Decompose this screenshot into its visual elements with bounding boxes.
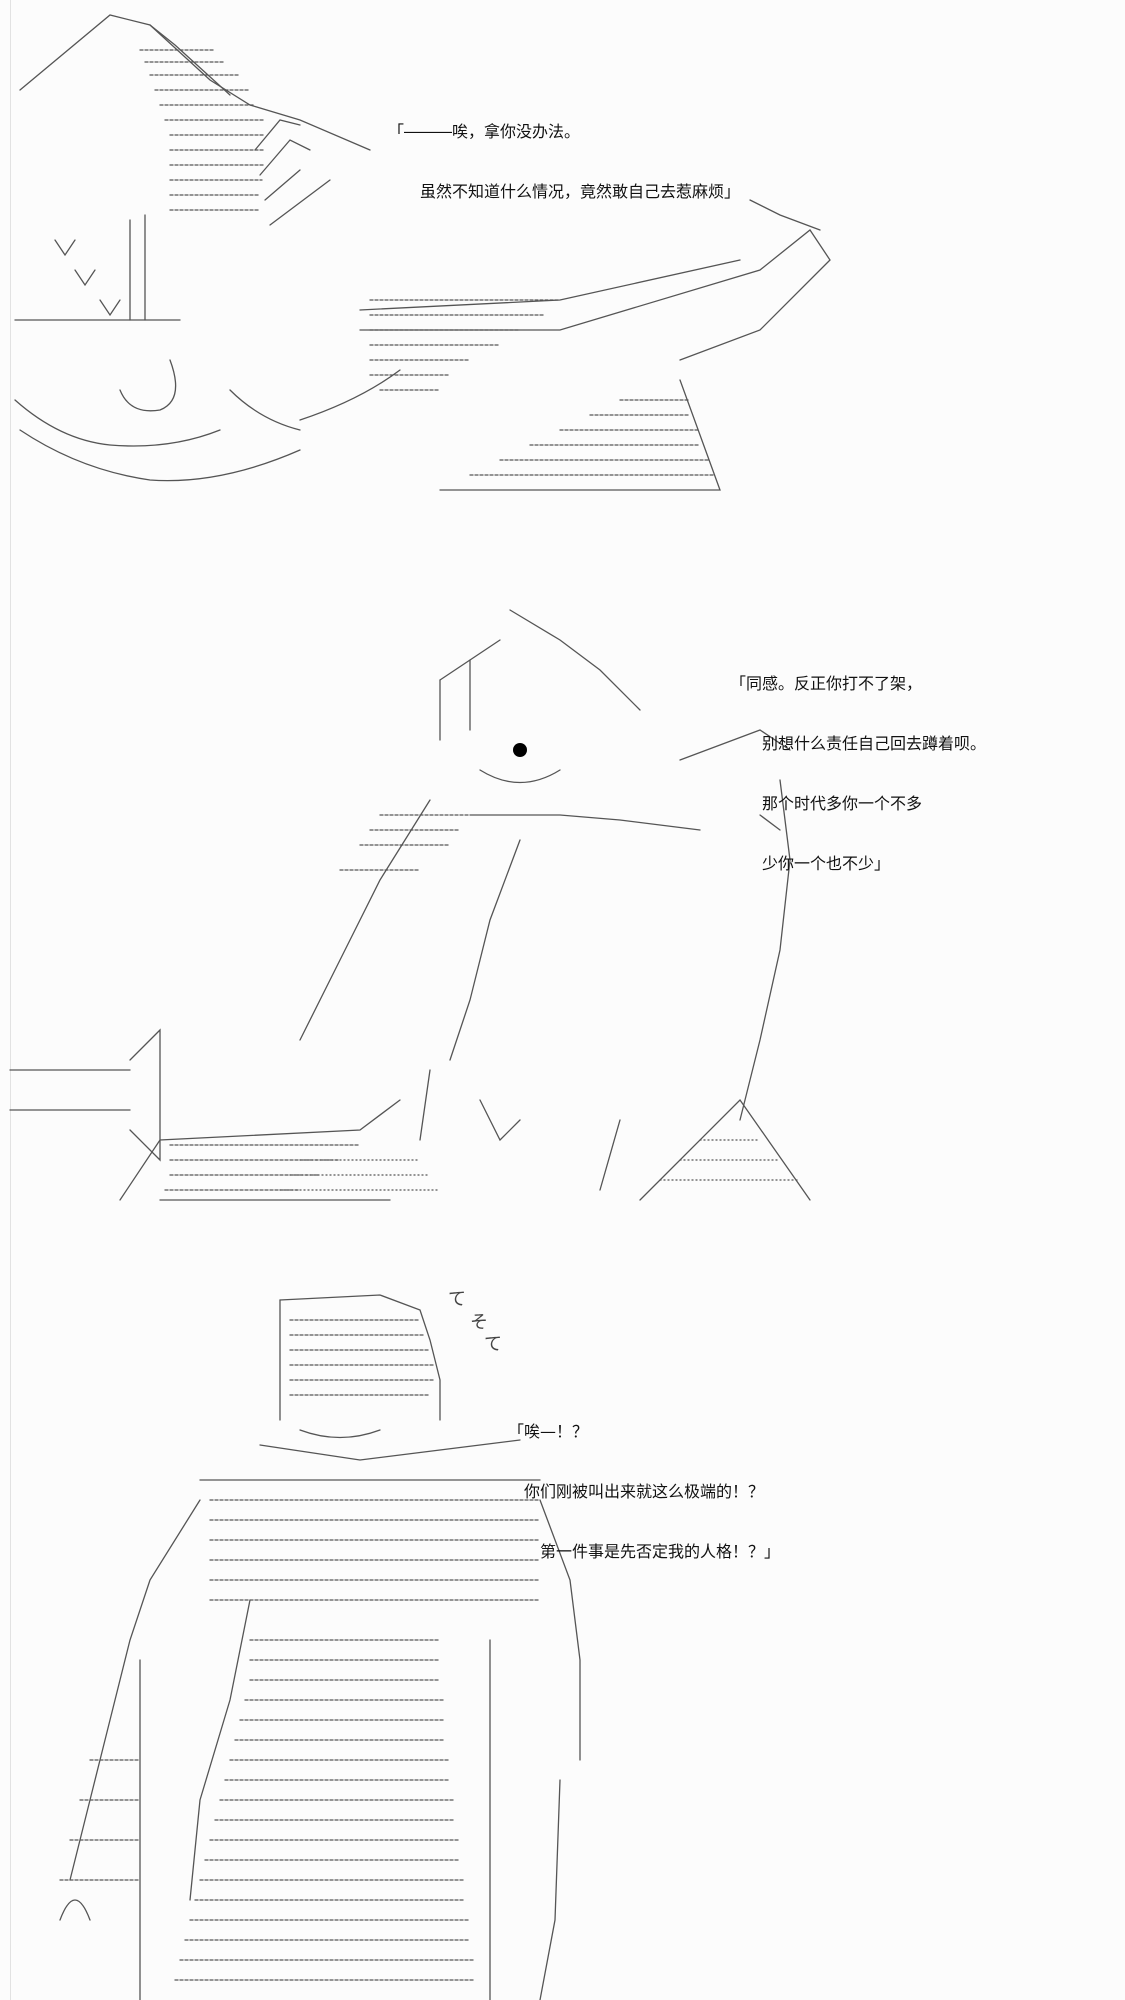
dialogue-line: 那个时代多你一个不多 bbox=[730, 794, 923, 813]
dialogue-line: 「同感。反正你打不了架， bbox=[730, 674, 923, 693]
page-margin-rule bbox=[10, 0, 11, 2000]
sound-effect-so: そ bbox=[470, 1312, 488, 1333]
dialogue-line: 你们刚被叫出来就这么极端的！？ bbox=[508, 1482, 765, 1501]
dialogue-line: 少你一个也不少」 bbox=[730, 854, 891, 873]
sound-effect-te: て bbox=[448, 1289, 466, 1310]
panel-1: 「―――唉，拿你没办法。 虽然不知道什么情况，竟然敢自己去惹麻烦」 bbox=[0, 0, 1125, 520]
dialogue-line: 第一件事是先否定我的人格！？」 bbox=[508, 1542, 781, 1561]
ascii-art-witch-hat-and-cape bbox=[14, 14, 831, 491]
panel-3: て そ て 「唉—！？ 你们刚被叫出来就这么极端的！？ 第一件事是先否定我的人格… bbox=[0, 1280, 1125, 2000]
speech-bubble-panel-1: 「―――唉，拿你没办法。 虽然不知道什么情况，竟然敢自己去惹麻烦」 bbox=[388, 82, 740, 242]
panel-2: 「同感。反正你打不了架， 别想什么责任自己回去蹲着呗。 那个时代多你一个不多 少… bbox=[0, 600, 1125, 1220]
dialogue-line: 「唉—！？ bbox=[508, 1422, 589, 1441]
dialogue-line: 「―――唉，拿你没办法。 bbox=[388, 122, 581, 141]
dialogue-line: 虽然不知道什么情况，竟然敢自己去惹麻烦」 bbox=[388, 182, 741, 201]
speech-bubble-panel-2: 「同感。反正你打不了架， 别想什么责任自己回去蹲着呗。 那个时代多你一个不多 少… bbox=[730, 634, 986, 914]
ascii-art-swordsman-standing bbox=[9, 609, 811, 1201]
ascii-art-startled-figure bbox=[59, 1294, 581, 2000]
dialogue-line: 别想什么责任自己回去蹲着呗。 bbox=[730, 734, 987, 753]
speech-bubble-panel-3: 「唉—！？ 你们刚被叫出来就这么极端的！？ 第一件事是先否定我的人格！？」 bbox=[508, 1382, 780, 1602]
sound-effect-te: て bbox=[484, 1334, 502, 1355]
